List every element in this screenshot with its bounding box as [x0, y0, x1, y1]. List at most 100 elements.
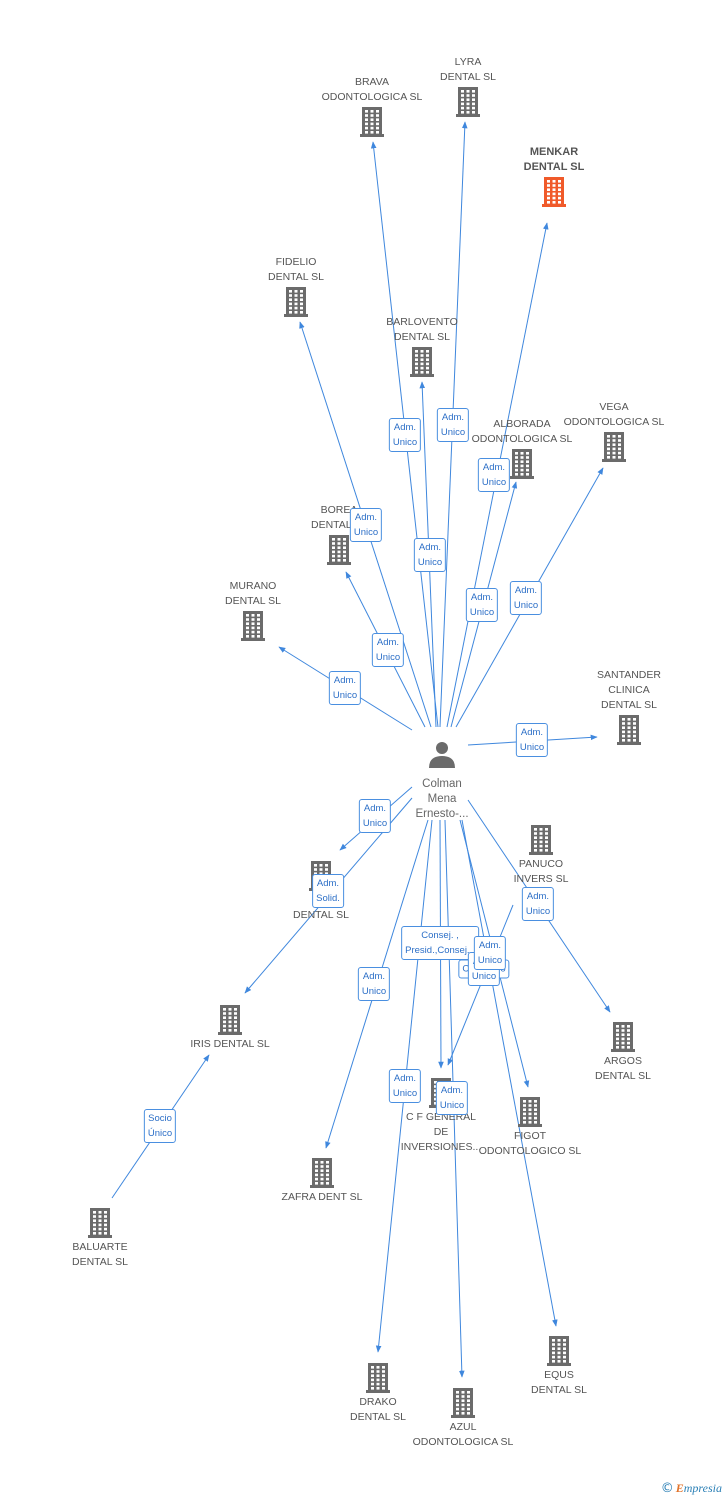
building-window — [320, 1173, 324, 1177]
building-window — [315, 1165, 318, 1168]
building-base — [456, 114, 480, 117]
building-window — [633, 739, 636, 742]
building-window — [246, 630, 249, 634]
building-window — [466, 111, 470, 114]
building-window — [434, 1097, 437, 1101]
building-window — [376, 122, 379, 126]
relation-label-azul[interactable]: Adm.Unico — [435, 1081, 469, 1115]
building-window — [104, 1215, 107, 1218]
person-icon — [429, 742, 455, 768]
building-window — [528, 1104, 532, 1107]
building-window — [539, 832, 543, 835]
building-window — [376, 1378, 380, 1382]
relation-label-drako[interactable]: Adm.Unico — [388, 1069, 422, 1103]
building-window — [257, 626, 260, 630]
building-window — [320, 1182, 324, 1185]
relation-label-line: Unico — [513, 600, 539, 611]
relation-label-line: Unico — [375, 652, 401, 663]
building-icon — [366, 1363, 390, 1393]
relation-label-vega[interactable]: Adm.Unico — [509, 581, 543, 615]
building-window — [520, 452, 524, 455]
building-window — [466, 98, 470, 101]
building-window — [223, 1029, 226, 1032]
company-node-iris[interactable]: IRIS DENTAL SL — [190, 1005, 270, 1050]
building-window — [466, 90, 470, 93]
building-window — [618, 451, 621, 455]
building-window — [552, 1339, 555, 1342]
relation-label-iris[interactable]: Adm.Solid. — [312, 874, 344, 908]
building-base — [366, 1390, 390, 1393]
building-window — [545, 836, 548, 839]
relation-label-fidelio[interactable]: Adm.Unico — [349, 508, 383, 542]
building-window — [612, 456, 616, 459]
relation-label-barlovento[interactable]: Adm.Unico — [413, 538, 447, 572]
building-window — [552, 201, 556, 204]
building-window — [534, 1100, 537, 1103]
building-icon — [451, 1388, 475, 1418]
building-window — [552, 188, 556, 191]
company-name-line: AZUL — [450, 1421, 477, 1433]
building-window — [415, 362, 418, 366]
building-window — [627, 1033, 630, 1036]
building-window — [376, 1387, 380, 1390]
building-window — [257, 622, 260, 625]
building-window — [534, 844, 537, 848]
relation-label-santander[interactable]: Adm.Unico — [515, 723, 549, 757]
relation-label-line: Adm. — [363, 803, 387, 814]
building-window — [456, 1399, 459, 1402]
relation-label-brava[interactable]: Adm.Unico — [388, 418, 422, 452]
relation-label-menkar[interactable]: Adm.Unico — [477, 458, 511, 492]
relation-label-alborada[interactable]: Adm.Unico — [465, 588, 499, 622]
building-window — [552, 1343, 555, 1346]
building-window — [104, 1219, 107, 1222]
building-window — [376, 131, 379, 134]
person-node-center[interactable]: ColmanMenaErnesto-... — [415, 742, 469, 820]
building-window — [314, 864, 317, 867]
relation-label-x[interactable]: Adm.Unico — [358, 799, 392, 833]
building-window — [539, 828, 543, 831]
relation-label-zafra[interactable]: Adm.Unico — [357, 967, 391, 1001]
building-window — [370, 114, 374, 117]
building-window — [534, 1104, 537, 1107]
building-window — [467, 1407, 470, 1411]
building-base — [327, 562, 351, 565]
building-window — [558, 184, 561, 187]
building-window — [365, 114, 368, 117]
relation-label-figot[interactable]: Adm.Unico — [473, 936, 507, 970]
building-window — [563, 1355, 566, 1359]
building-window — [251, 635, 255, 638]
building-window — [104, 1223, 107, 1227]
relation-label-cf[interactable]: Consej. ,Presid.,Consej... — [401, 926, 479, 960]
building-window — [618, 447, 621, 451]
building-window — [228, 1024, 232, 1028]
relation-label-borea[interactable]: Adm.Unico — [371, 633, 405, 667]
relation-label-line: Adm. — [316, 878, 340, 889]
company-node-zafra[interactable]: ZAFRA DENT SL — [282, 1158, 363, 1203]
relation-label-argos[interactable]: Adm.Unico — [521, 887, 555, 921]
building-window — [294, 290, 298, 293]
relation-label-line: Consej. , — [421, 930, 459, 941]
relation-label-murano[interactable]: Adm.Unico — [328, 671, 362, 705]
building-window — [289, 311, 292, 314]
footer-brand[interactable]: ©Empresia — [661, 1481, 722, 1496]
relation-label-lyra[interactable]: Adm.Unico — [436, 408, 470, 442]
building-window — [370, 126, 374, 130]
building-window — [382, 1382, 385, 1386]
